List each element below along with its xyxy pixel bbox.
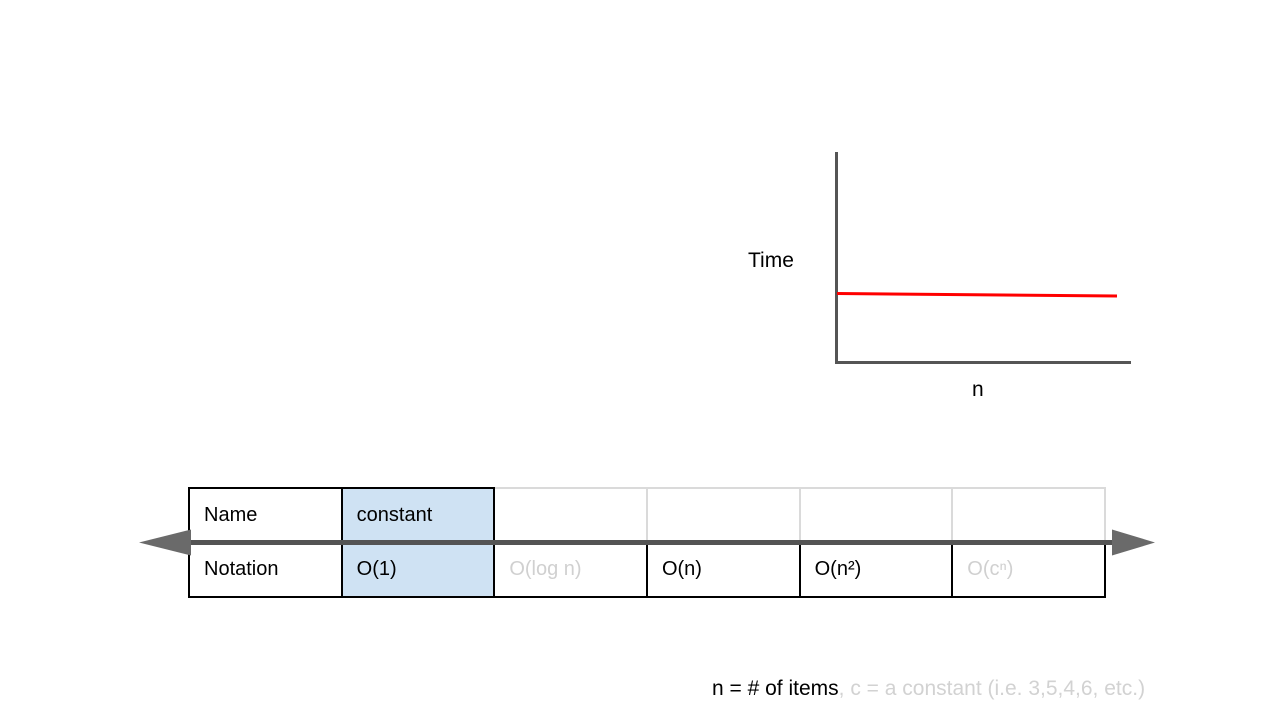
arrowhead-right-icon: [1112, 529, 1155, 556]
cell-name-empty-1: [493, 487, 648, 543]
table-row-notation: Notation O(1) O(log n) O(n) O(n²) O(cⁿ): [188, 541, 1106, 598]
cell-notation-ologn: O(log n): [493, 541, 648, 598]
cell-name-header: Name: [188, 487, 343, 543]
cell-name-empty-3: [798, 487, 954, 543]
footnote: n = # of items, c = a constant (i.e. 3,5…: [712, 677, 1145, 701]
cell-notation-o1: O(1): [340, 541, 496, 598]
complexity-table: Name constant Notation O(1) O(log n) O(n…: [188, 487, 1106, 598]
cell-notation-ocn: O(cⁿ): [951, 541, 1106, 598]
arrowhead-left-icon: [139, 529, 191, 556]
table-row-name: Name constant: [188, 487, 1106, 543]
cell-notation-on2: O(n²): [798, 541, 954, 598]
constant-time-curve: [836, 292, 1118, 298]
x-axis-label: n: [972, 378, 984, 401]
cell-name-empty-2: [645, 487, 801, 543]
y-axis-label: Time: [748, 249, 794, 272]
cell-name-constant: constant: [340, 487, 496, 543]
cell-name-empty-4: [951, 487, 1106, 543]
cell-notation-on: O(n): [645, 541, 801, 598]
footnote-primary: n = # of items: [712, 677, 839, 700]
footnote-secondary: , c = a constant (i.e. 3,5,4,6, etc.): [838, 677, 1146, 700]
cell-notation-header: Notation: [188, 541, 343, 598]
